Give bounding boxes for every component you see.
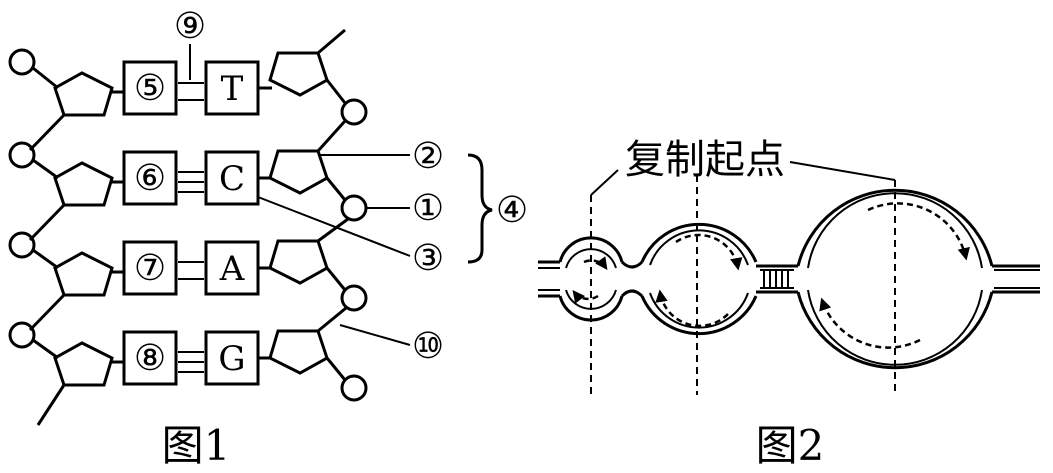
origin-label: 复制起点: [625, 137, 785, 183]
phosphate-left-1: [8, 48, 36, 76]
sugar-right-3: [268, 239, 329, 285]
figure-1-caption: 图1: [162, 421, 231, 470]
label-9: ⑨: [174, 6, 206, 47]
base-left-3: [122, 240, 178, 296]
base-left-4: [122, 330, 178, 386]
sugar-left-4: [53, 341, 114, 387]
figure-2-replication-bubbles: 复制起点 图2: [538, 137, 1040, 470]
phosphate-right-2: [340, 194, 368, 222]
phosphate-right-3: [340, 284, 368, 312]
label-8: ⑧: [134, 338, 166, 379]
label-10: ⑩: [412, 326, 444, 367]
label-4: ④: [496, 190, 528, 231]
brace: [467, 153, 493, 264]
sugar-right-2: [268, 149, 329, 195]
sugar-right-1: [268, 51, 329, 97]
base-C: C: [219, 159, 245, 199]
phosphate-left-3: [8, 231, 36, 259]
phosphate-right-1: [340, 98, 368, 126]
base-G: G: [218, 339, 245, 379]
base-T: T: [221, 69, 244, 109]
base-left-1: [122, 60, 178, 116]
sugar-left-1: [53, 71, 114, 117]
phosphate-left-4: [8, 321, 36, 349]
label-6: ⑥: [134, 158, 166, 199]
hydrogen-bonds: [178, 82, 204, 373]
sugar-left-2: [53, 161, 114, 207]
label-7: ⑦: [134, 248, 166, 289]
label-2: ②: [412, 136, 444, 177]
base-left-2: [122, 150, 178, 206]
label-3: ③: [412, 238, 444, 279]
figure-2-caption: 图2: [756, 421, 825, 470]
base-A: A: [219, 249, 245, 289]
figure-1-dna-structure: ⑤ ⑥ ⑦ ⑧ T C A G: [8, 6, 528, 470]
sugar-left-3: [53, 251, 114, 297]
label-5: ⑤: [134, 68, 166, 109]
label-1: ①: [412, 188, 444, 229]
phosphate-right-4: [340, 374, 368, 402]
sugar-right-4: [268, 329, 329, 375]
phosphate-left-2: [8, 141, 36, 169]
